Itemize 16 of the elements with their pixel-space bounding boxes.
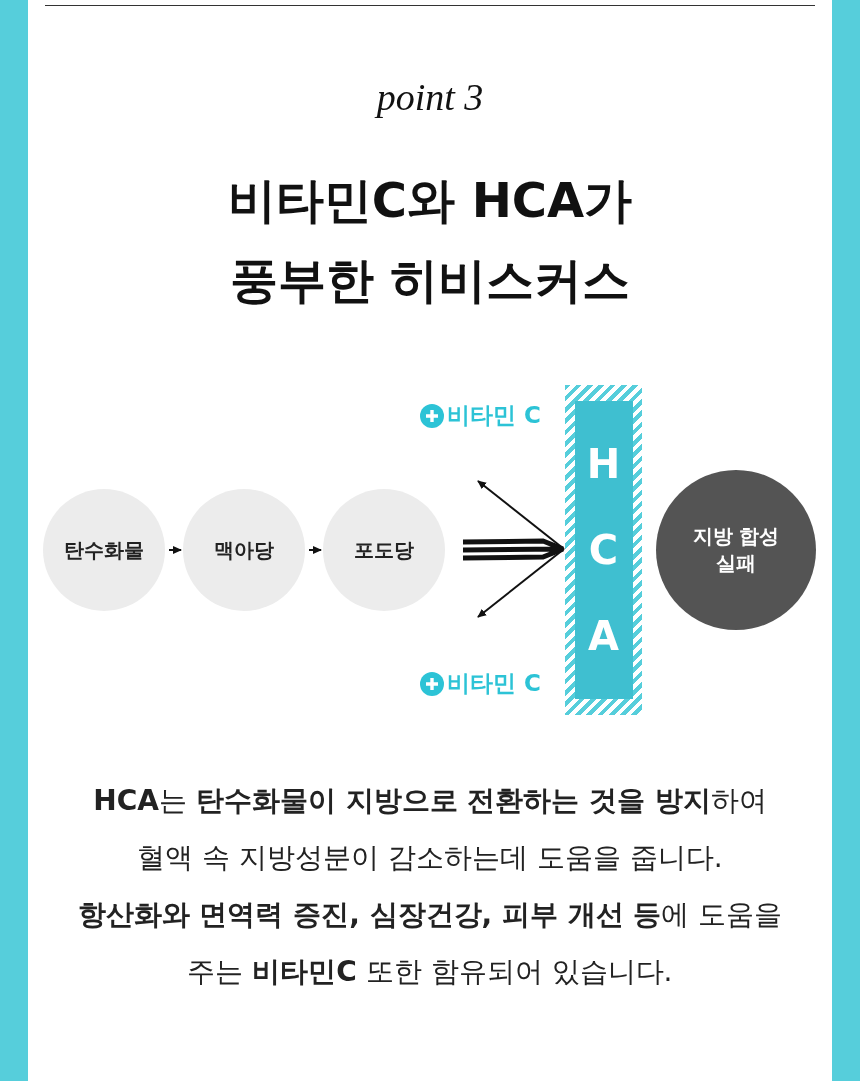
arrow bbox=[477, 548, 565, 618]
arrow bbox=[308, 546, 322, 554]
hatched-bar: HCA bbox=[565, 385, 642, 715]
circle-node: 지방 합성 실패 bbox=[656, 470, 816, 630]
heading: 비타민C와 HCA가 풍부한 히비스커스 bbox=[226, 171, 634, 310]
triple-line bbox=[460, 538, 566, 561]
label-text: 비타민 C bbox=[447, 669, 541, 698]
label-text: 비타민 C bbox=[447, 401, 541, 430]
section-label: point 3 bbox=[373, 75, 485, 119]
circle-node: 탄수화물 bbox=[43, 489, 165, 611]
circle-node: 포도당 bbox=[323, 489, 445, 611]
arrow bbox=[477, 480, 565, 550]
circle-node: 맥아당 bbox=[183, 489, 305, 611]
arrow bbox=[168, 546, 182, 554]
body-text: 항산화와 면역력 증진, 심장건강, 피부 개선 등에 도움을 주는 비타민C 또한 함유되어 있습니다. bbox=[76, 897, 784, 990]
body-text: HCA는 탄수화물이 지방으로 전환하는 것을 방지하여 혈액 속 지방성분이 감소하는데 도움을 줍니다. bbox=[92, 783, 768, 876]
